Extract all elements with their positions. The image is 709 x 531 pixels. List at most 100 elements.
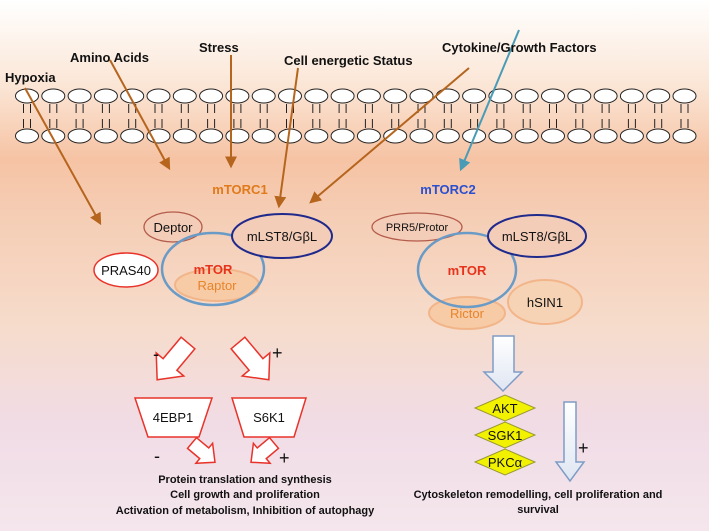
lipid-head <box>330 88 355 104</box>
lipid-pair <box>304 88 329 144</box>
raptor-label: Raptor <box>197 278 237 293</box>
lipid-head <box>93 128 118 144</box>
lipid-head <box>567 128 592 144</box>
inhibit-4ebp1-arrow <box>155 336 196 381</box>
lipid-head <box>646 128 671 144</box>
lipid-head <box>304 88 329 104</box>
mtorc1-mlst8-label: mLST8/GβL <box>247 229 317 244</box>
sgk1-node <box>473 421 537 449</box>
hypoxia-label: Hypoxia <box>5 70 56 85</box>
lipid-pair <box>251 88 276 144</box>
lipid-pair <box>356 88 381 144</box>
lipid-pair <box>541 88 565 144</box>
mtorc2-title: mTORC2 <box>420 182 475 197</box>
lipid-head <box>356 128 381 144</box>
4ebp1-label: 4EBP1 <box>153 410 193 425</box>
energetic-label: Cell energetic Status <box>284 53 413 68</box>
lipid-head <box>172 88 197 104</box>
lipid-head <box>330 128 355 144</box>
lipid-pair <box>488 88 513 144</box>
mtorc1-mtor-node <box>160 231 266 307</box>
lipid-pair <box>199 88 224 144</box>
lipid-head <box>67 88 92 104</box>
hsin1-label: hSIN1 <box>527 295 563 310</box>
lipid-head <box>41 128 66 144</box>
lipid-head <box>409 88 434 104</box>
lipid-head <box>672 128 697 144</box>
mtorc1-mtor-label: mTOR <box>194 262 233 277</box>
mtorc2-effectors: AKT SGK1 PKCα <box>473 394 537 476</box>
lipid-head <box>251 128 276 144</box>
lipid-head <box>278 88 302 104</box>
lipid-head <box>15 88 39 104</box>
pras40-node <box>93 252 159 288</box>
akt-node <box>473 394 537 422</box>
input-labels: Hypoxia Amino Acids Stress Cell energeti… <box>5 40 597 85</box>
lipid-pair <box>593 88 618 144</box>
amino-acids-arrow <box>109 59 171 171</box>
4ebp1-sign: - <box>154 446 160 466</box>
mtorc1-minus-sign: - <box>153 344 159 364</box>
mtorc2-mlst8-label: mLST8/GβL <box>502 229 572 244</box>
mtorc1-outcomes: Protein translation and synthesis Cell g… <box>116 474 375 517</box>
mtorc2-plus-sign: + <box>578 438 589 458</box>
rictor-label: Rictor <box>450 306 485 321</box>
mtorc2-mlst8-node <box>487 214 587 258</box>
mtorc2-outcomes: Cytoskeleton remodelling, cell prolifera… <box>414 489 663 516</box>
hypoxia-arrow <box>24 87 102 226</box>
lipid-pair <box>330 88 355 144</box>
lipid-head <box>593 88 618 104</box>
lipid-head <box>120 88 145 104</box>
lipid-head <box>409 128 434 144</box>
pkc-label: PKCα <box>488 455 523 470</box>
mtorc1-plus-sign: + <box>272 343 283 363</box>
lipid-head <box>514 128 539 144</box>
lipid-pair <box>409 88 434 144</box>
4ebp1-node <box>133 397 214 438</box>
s6k1-sign: + <box>279 448 290 468</box>
lipid-pair <box>278 88 302 144</box>
lipid-head <box>41 88 66 104</box>
mtorc1-title: mTORC1 <box>212 182 267 197</box>
mtorc2-output-arrow <box>482 335 524 393</box>
lipid-pair <box>567 88 592 144</box>
lipid-pair <box>619 88 644 144</box>
lipid-head <box>225 128 250 144</box>
cytokine-label: Cytokine/Growth Factors <box>442 40 597 55</box>
amino-acids-label: Amino Acids <box>70 50 149 65</box>
lipid-head <box>619 128 644 144</box>
lipid-pair <box>646 88 671 144</box>
lipid-pair <box>120 88 145 144</box>
hsin1-node <box>507 279 583 325</box>
akt-label: AKT <box>492 401 517 416</box>
lipid-head <box>120 128 145 144</box>
lipid-pair <box>435 88 460 144</box>
cytokine-mtorc2-arrow <box>459 29 520 172</box>
s6k1-output-arrow <box>250 436 280 465</box>
mtorc2-mtor-node <box>416 231 518 309</box>
lipid-head <box>93 88 118 104</box>
mtorc2-mtor-label: mTOR <box>448 263 487 278</box>
mtorc2-outcome-line2: survival <box>517 504 559 516</box>
pras40-label: PRAS40 <box>101 263 151 278</box>
mtorc1-outcome-line3: Activation of metabolism, Inhibition of … <box>116 505 375 517</box>
lipid-head <box>646 88 671 104</box>
lipid-pair <box>172 88 197 144</box>
lipid-pair <box>514 88 539 144</box>
s6k1-node <box>230 397 308 438</box>
lipid-head <box>199 128 224 144</box>
4ebp1-output-arrow <box>186 436 216 465</box>
lipid-head <box>356 88 381 104</box>
lipid-head <box>435 128 460 144</box>
prr5-label: PRR5/Protor <box>386 222 449 234</box>
lipid-head <box>488 88 513 104</box>
deptor-label: Deptor <box>153 220 193 235</box>
lipid-head <box>567 88 592 104</box>
cytokine-mtorc1-arrow <box>309 67 470 204</box>
lipid-head <box>225 88 250 104</box>
cell-membrane <box>15 88 697 144</box>
lipid-pair <box>93 88 118 144</box>
mtorc1-outcome-line1: Protein translation and synthesis <box>158 474 332 486</box>
